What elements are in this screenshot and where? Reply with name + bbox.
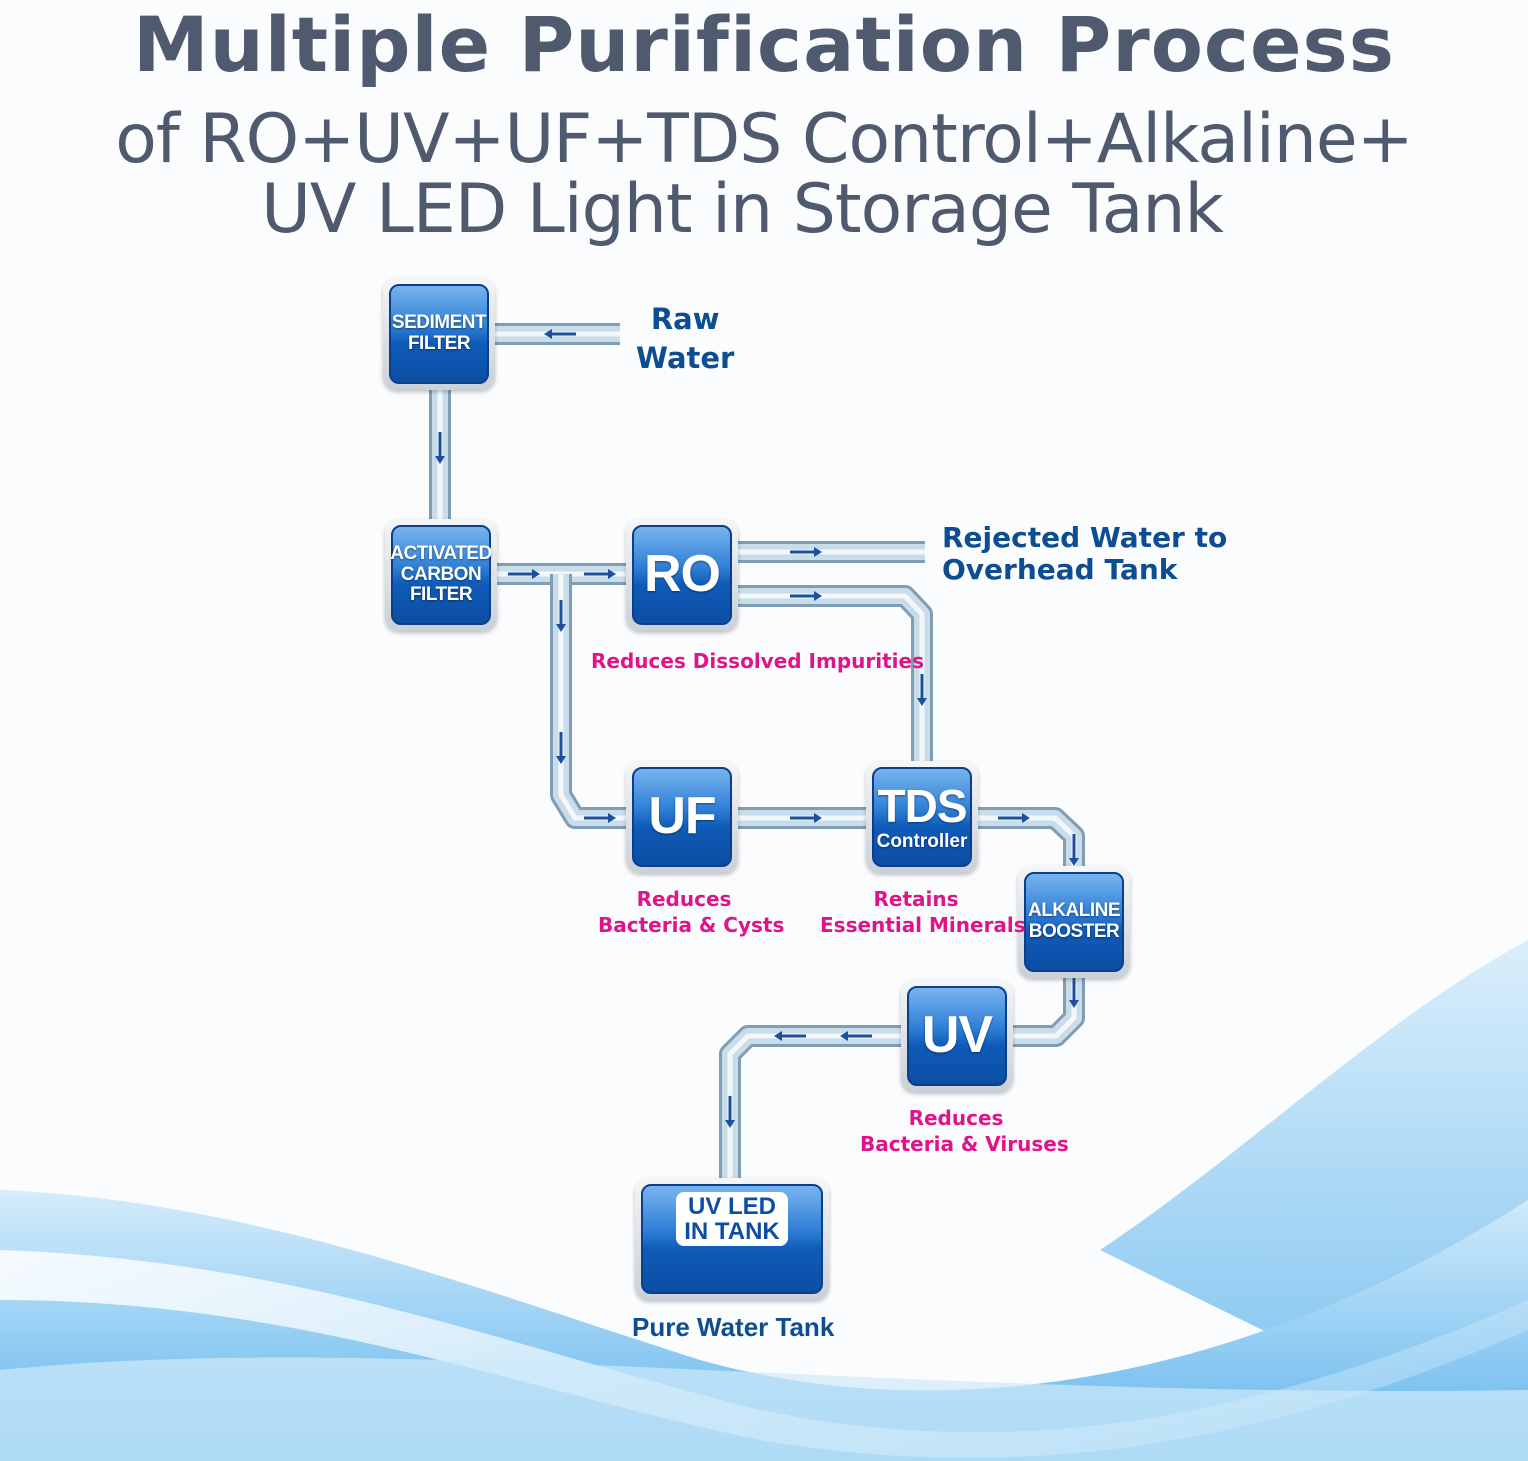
flow-arrow-left-icon — [840, 1031, 872, 1041]
uf-description: Reduces Bacteria & Cysts — [598, 886, 785, 939]
flow-arrows — [435, 329, 1079, 1128]
tank-inner: UV LED IN TANK — [641, 1184, 823, 1294]
sediment-filter-box: SEDIMENT FILTER — [383, 278, 495, 390]
alkaline-booster-box: ALKALINE BOOSTER — [1018, 866, 1130, 978]
uv-text: UV — [907, 986, 1007, 1086]
tds-controller-box: TDS Controller — [866, 761, 978, 873]
tank-label: UV LED IN TANK — [676, 1192, 788, 1247]
tds-main: TDS — [877, 780, 968, 833]
activated-carbon-filter-box: ACTIVATED CARBON FILTER — [385, 519, 497, 631]
alkaline-line-1: ALKALINE — [1027, 900, 1121, 922]
raw-line-2: Water — [636, 341, 735, 376]
flow-arrow-down-icon — [1069, 976, 1079, 1008]
tank-line-2: IN TANK — [684, 1218, 780, 1246]
uv-led-tank-box: UV LED IN TANK — [635, 1178, 829, 1300]
flow-arrow-down-icon — [556, 600, 566, 632]
carbon-line-2: CARBON — [400, 563, 482, 585]
sediment-line-1: SEDIMENT — [391, 312, 487, 334]
uf-box: UF — [626, 761, 738, 873]
uv-description: Reduces Bacteria & Viruses — [860, 1105, 1069, 1158]
ro-description: Reduces Dissolved Impurities — [591, 649, 924, 673]
tds-text: TDS Controller — [872, 767, 972, 867]
flow-arrow-right-icon — [790, 591, 822, 601]
carbon-line-3: FILTER — [409, 584, 473, 606]
flow-arrow-right-icon — [790, 813, 822, 823]
tds-sub: Controller — [876, 830, 968, 852]
flow-arrow-down-icon — [725, 1096, 735, 1128]
flow-arrow-down-icon — [1069, 834, 1079, 866]
flow-arrow-down-icon — [556, 732, 566, 764]
tds-description: Retains Essential Minerals — [820, 886, 1026, 939]
uf-desc-line-1: Reduces — [636, 887, 732, 911]
carbon-line-1: ACTIVATED — [390, 542, 492, 564]
flow-arrow-down-icon — [917, 674, 927, 706]
rejected-line-1: Rejected Water to — [942, 521, 1228, 554]
raw-line-1: Raw — [650, 302, 720, 336]
flow-arrow-right-icon — [790, 547, 822, 557]
wave-light — [0, 1357, 1528, 1461]
flow-arrow-down-icon — [435, 432, 445, 464]
raw-water-label: Raw Water — [636, 300, 734, 378]
ro-text: RO — [632, 525, 732, 625]
sediment-filter-text: SEDIMENT FILTER — [389, 284, 489, 384]
sediment-line-2: FILTER — [407, 333, 471, 354]
flow-arrow-right-icon — [584, 569, 616, 579]
flow-arrow-left-icon — [774, 1031, 806, 1041]
tds-desc-line-1: Retains — [873, 887, 959, 911]
title-line-3: UV LED Light in Storage Tank — [261, 170, 1224, 249]
alkaline-text: ALKALINE BOOSTER — [1024, 872, 1124, 972]
uv-desc-line-1: Reduces — [908, 1106, 1004, 1130]
title-line-1: Multiple Purification Process — [132, 0, 1396, 89]
rejected-line-2: Overhead Tank — [942, 553, 1178, 587]
uf-text: UF — [632, 767, 732, 867]
rejected-water-label: Rejected Water to Overhead Tank — [942, 521, 1228, 587]
ro-box: RO — [626, 519, 738, 631]
uf-desc-line-2: Bacteria & Cysts — [598, 913, 785, 938]
tds-desc-line-2: Essential Minerals — [820, 913, 1026, 938]
flow-arrow-right-icon — [508, 569, 540, 579]
alkaline-line-2: BOOSTER — [1028, 921, 1120, 942]
flow-arrow-right-icon — [584, 813, 616, 823]
title-line-2: of RO+UV+UF+TDS Control+Alkaline+ — [115, 100, 1413, 179]
carbon-filter-text: ACTIVATED CARBON FILTER — [390, 525, 492, 625]
tank-line-1: UV LED — [687, 1193, 776, 1220]
flow-arrow-right-icon — [998, 813, 1030, 823]
uv-box: UV — [901, 980, 1013, 1092]
flow-arrow-left-icon — [544, 329, 576, 339]
pure-water-tank-label: Pure Water Tank — [632, 1312, 835, 1342]
uv-desc-line-2: Bacteria & Viruses — [860, 1132, 1069, 1157]
